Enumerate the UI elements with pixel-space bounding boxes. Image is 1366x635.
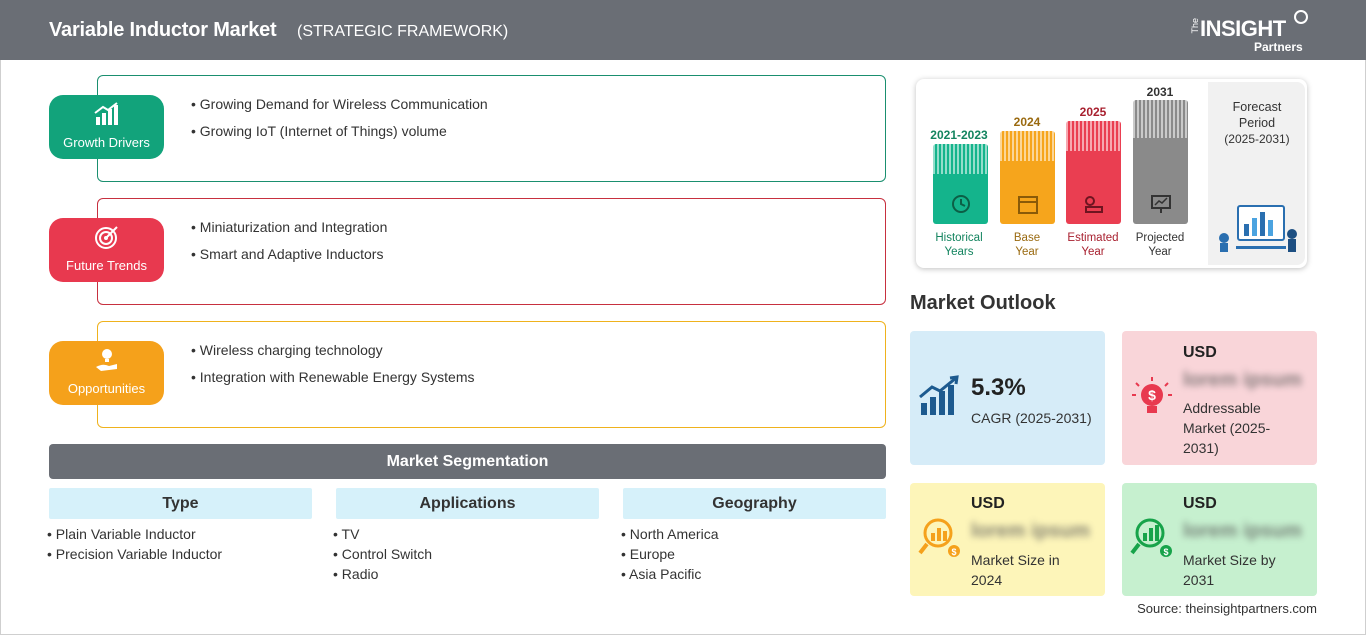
addressable-desc: Addressable Market (2025-2031) [1183,400,1271,456]
growth-drivers-badge: Growth Drivers [49,95,164,159]
segment-applications-header: Applications [336,488,599,519]
addressable-market-card: $ USD lorem ipsum Addressable Market (20… [1122,331,1317,465]
opportunities-badge: Opportunities [49,341,164,405]
segment-geography-header: Geography [623,488,886,519]
magnifier-chart-icon: $ [918,518,960,557]
list-item: Plain Variable Inductor [47,526,222,542]
source-credit[interactable]: Source: theinsightpartners.com [1137,601,1317,616]
header-bar: Variable Inductor Market (STRATEGIC FRAM… [0,0,1366,60]
size-2024-desc: Market Size in 2024 [971,552,1060,588]
timeline-year-projected: 2031 [1146,85,1174,99]
svg-text:$: $ [1148,387,1156,403]
timeline-bar-projected [1133,100,1188,224]
bar-chart-icon [94,102,118,125]
timeline-bar-estimated [1066,121,1121,224]
list-item: North America [621,526,719,542]
list-item: Wireless charging technology [191,342,475,358]
insight-partners-logo[interactable]: The INSIGHT Partners [1190,10,1315,54]
segment-type-header: Type [49,488,312,519]
future-trends-list: Miniaturization and Integration Smart an… [191,219,388,273]
idea-dollar-icon: $ [1132,377,1172,413]
history-icon [952,195,970,213]
cagr-label: CAGR (2025-2031) [971,410,1092,426]
timeline-year-historical: 2021-2023 [930,128,988,142]
list-item: Integration with Renewable Energy System… [191,369,475,385]
cagr-card: 5.3% CAGR (2025-2031) [910,331,1105,465]
svg-text:$: $ [951,547,956,557]
segment-applications-list: TV Control Switch Radio [333,526,433,586]
market-outlook-title: Market Outlook [910,292,1056,314]
forecast-period-range: (2025-2031) [1224,132,1290,146]
list-item: Miniaturization and Integration [191,219,388,235]
timeline-year-estimated: 2025 [1079,105,1107,119]
svg-text:$: $ [1163,547,1168,557]
opportunities-list: Wireless charging technology Integration… [191,342,475,396]
page-title: Variable Inductor Market [49,19,277,41]
timeline-bar-historical [933,144,988,224]
size-2031-desc: Market Size by 2031 [1183,552,1276,588]
page-subtitle: (STRATEGIC FRAMEWORK) [297,23,509,40]
lightbulb-icon [1294,10,1308,24]
addressable-value: lorem ipsum [1183,369,1302,391]
presentation-icon [1151,195,1171,213]
addressable-usd-label: USD [1183,344,1217,361]
list-item: Smart and Adaptive Inductors [191,246,387,262]
size-2031-usd-label: USD [1183,495,1217,512]
growth-drivers-list: Growing Demand for Wireless Communicatio… [191,96,488,150]
growth-chart-icon [919,375,959,415]
future-trends-panel: Miniaturization and Integration Smart an… [97,198,886,305]
list-item: Asia Pacific [621,566,719,582]
estimate-icon [1085,196,1103,213]
list-item: Radio [333,566,432,582]
future-trends-badge: Future Trends [49,218,164,282]
list-item: Europe [621,546,719,562]
size-2024-usd-label: USD [971,495,1005,512]
forecast-period-label: Forecast Period [1232,100,1282,130]
cagr-value: 5.3% [971,374,1026,401]
market-segmentation-header: Market Segmentation [49,444,886,479]
calendar-icon [1018,196,1038,214]
list-item: TV [333,526,432,542]
timeline-year-base: 2024 [1013,115,1041,129]
segment-type-list: Plain Variable Inductor Precision Variab… [47,526,222,566]
opportunities-panel: Wireless charging technology Integration… [97,321,886,428]
analytics-illustration-icon [1219,205,1297,252]
target-icon [95,226,118,249]
list-item: Growing Demand for Wireless Communicatio… [191,96,488,112]
market-size-2024-card: $ USD lorem ipsum Market Size in 2024 [910,483,1105,596]
size-2024-value: lorem ipsum [971,520,1090,542]
growth-drivers-panel: Growing Demand for Wireless Communicatio… [97,75,886,182]
magnifier-growth-icon: $ [1130,518,1172,557]
list-item: Growing IoT (Internet of Things) volume [191,123,488,139]
segment-geography-list: North America Europe Asia Pacific [621,526,719,586]
timeline-bar-base [1000,131,1055,224]
list-item: Control Switch [333,546,432,562]
list-item: Precision Variable Inductor [47,546,222,562]
market-size-2031-card: $ USD lorem ipsum Market Size by 2031 [1122,483,1317,596]
size-2031-value: lorem ipsum [1183,520,1302,542]
hand-lightbulb-icon [96,349,117,371]
